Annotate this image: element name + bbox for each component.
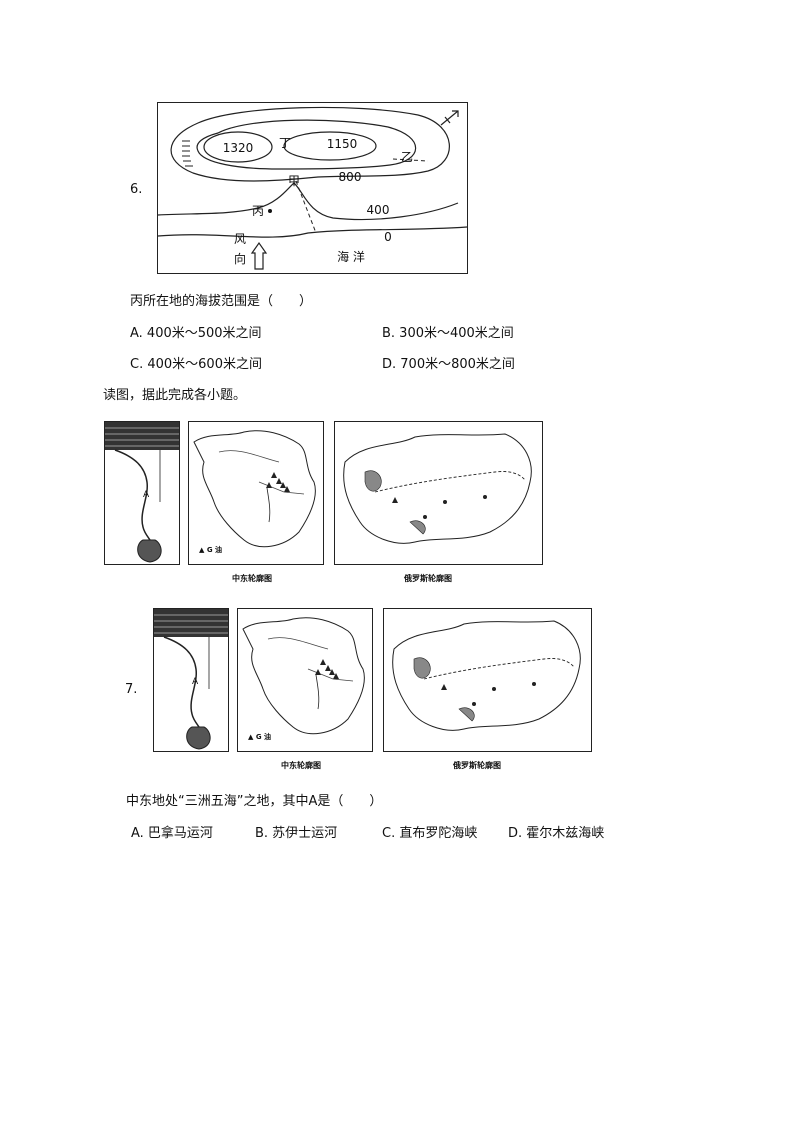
russia-caption-1: 俄罗斯轮廓图 (404, 574, 452, 583)
middle-east-map-2-svg: ▲ G 油 (242, 617, 365, 741)
q6-option-c[interactable]: C. 400米～600米之间 (130, 357, 262, 372)
strip-label-a-1: A (143, 490, 150, 500)
q7-option-b[interactable]: B. 苏伊士运河 (255, 826, 338, 841)
label-0: 0 (384, 230, 392, 244)
ridge-dash-yi (392, 158, 429, 162)
middle-east-map-2: ▲ G 油 (237, 608, 373, 752)
label-1150: 1150 (327, 137, 358, 151)
strip-map-1: A (104, 421, 180, 565)
legend-text-2: ▲ G 油 (248, 732, 271, 741)
russia-map-1 (334, 421, 543, 565)
question-6-text: 丙所在地的海拔范围是（ ） (130, 294, 313, 309)
russia-map-2 (383, 608, 592, 752)
contour-ring-1320 (203, 131, 273, 163)
label-ding: 丁 (279, 136, 291, 150)
contour-line-400 (157, 182, 459, 221)
q7-option-c[interactable]: C. 直布罗陀海峡 (382, 826, 478, 841)
strip-map-1-svg: A (105, 422, 179, 563)
contour-ring-1150 (283, 131, 377, 161)
label-1320: 1320 (223, 141, 254, 155)
strip-label-a-2: A (192, 677, 199, 687)
middle-east-map-1-svg: ▲ G 油 (193, 430, 316, 554)
russia-caption-2: 俄罗斯轮廓图 (453, 761, 501, 770)
q7-option-a[interactable]: A. 巴拿马运河 (131, 826, 213, 841)
contour-outer-ring (170, 106, 450, 182)
ridge-dash-jia (295, 180, 317, 234)
q6-option-b[interactable]: B. 300米～400米之间 (382, 326, 514, 341)
instruction-text: 读图，据此完成各小题。 (103, 388, 247, 403)
middle-east-caption-2: 中东轮廓图 (281, 761, 321, 770)
wind-label-1: 风 (234, 232, 246, 246)
russia-map-2-svg (392, 620, 581, 731)
maps-figure-1: A ▲ G 油 中东轮廓图 俄罗斯轮廓图 (104, 421, 544, 586)
russia-map-1-svg (343, 433, 532, 544)
north-arrow-icon (440, 110, 459, 126)
point-bing-dot (268, 209, 272, 213)
contour-map-svg: 1320 1150 800 400 0 丁 乙 甲 丙 风 向 海 洋 (157, 106, 468, 270)
legend-text-1: ▲ G 油 (199, 545, 222, 554)
label-bing: 丙 (252, 204, 264, 218)
label-jia: 甲 (288, 174, 300, 188)
wind-label-2: 向 (234, 251, 246, 266)
contour-line-800 (196, 119, 417, 170)
middle-east-map-1: ▲ G 油 (188, 421, 324, 565)
contour-map-figure: 1320 1150 800 400 0 丁 乙 甲 丙 风 向 海 洋 (157, 102, 468, 274)
question-6-number: 6. (130, 182, 143, 197)
label-400: 400 (367, 203, 390, 217)
q6-option-a[interactable]: A. 400米～500米之间 (130, 326, 262, 341)
question-7-text: 中东地处“三洲五海”之地，其中A是（ ） (126, 794, 383, 809)
ocean-label: 海 洋 (337, 249, 365, 264)
maps-figure-2: A ▲ G 油 中东轮廓图 俄罗斯轮廓图 (153, 608, 593, 773)
label-yi: 乙 (401, 150, 413, 164)
contour-line-0 (157, 226, 468, 238)
label-800: 800 (339, 170, 362, 184)
strip-map-2: A (153, 608, 229, 752)
q6-option-d[interactable]: D. 700米～800米之间 (382, 357, 515, 372)
wind-arrow-icon (250, 241, 268, 270)
q7-option-d[interactable]: D. 霍尔木兹海峡 (508, 826, 605, 841)
question-7-number: 7. (125, 682, 138, 697)
middle-east-caption-1: 中东轮廓图 (232, 574, 272, 583)
strip-map-2-svg: A (154, 609, 228, 750)
cliff-hatch (182, 140, 193, 167)
